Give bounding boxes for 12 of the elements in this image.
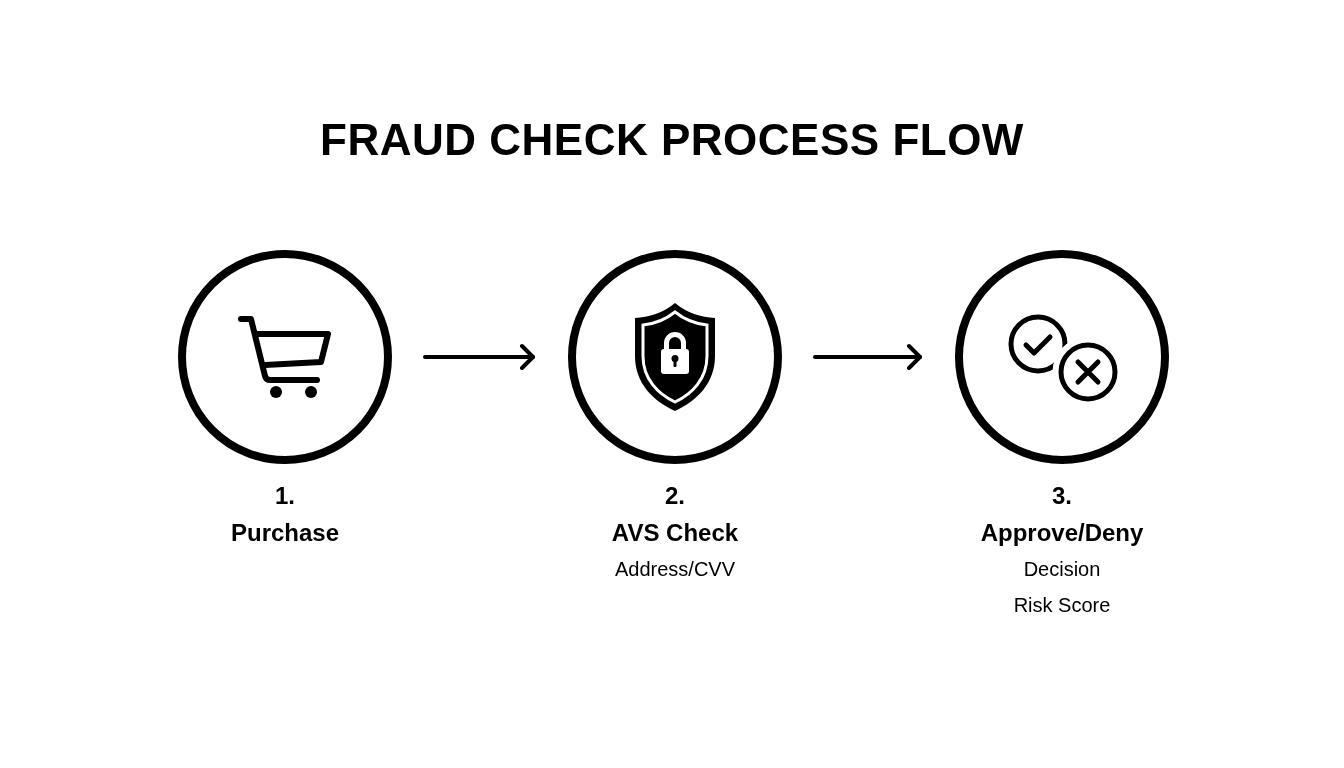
step-detail: Decision [1023, 557, 1101, 582]
step-number: 1. [275, 481, 295, 511]
step-title: Purchase [230, 518, 340, 548]
arrow [423, 344, 535, 370]
step-detail: Address/CVV [614, 557, 736, 582]
diagram-title: FRAUD CHECK PROCESS FLOW [319, 114, 1025, 166]
step-detail: Risk Score [1013, 593, 1111, 618]
step-number: 2. [665, 481, 685, 511]
step-title: Approve/Deny [980, 518, 1144, 548]
arrow [813, 344, 922, 370]
step-number: 3. [1052, 481, 1072, 511]
step-title: AVS Check [611, 518, 739, 548]
